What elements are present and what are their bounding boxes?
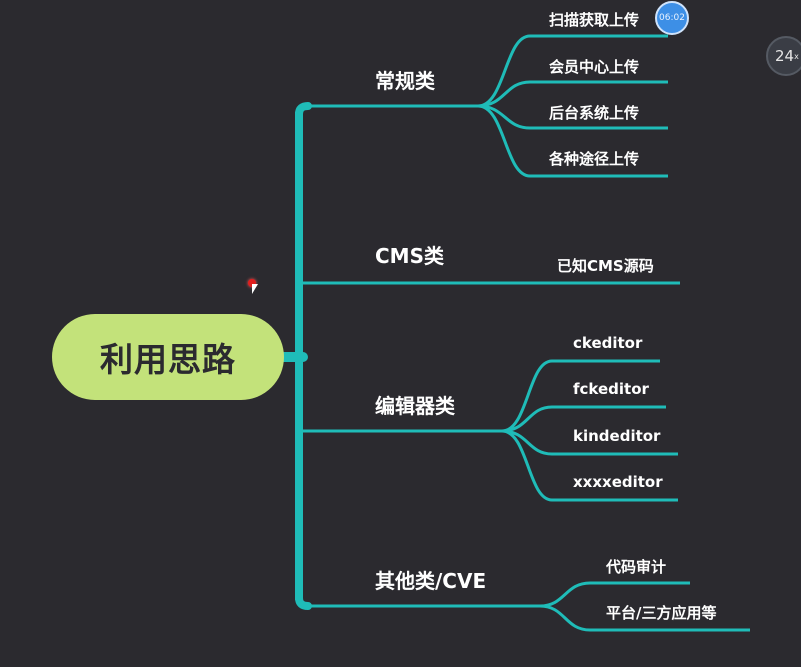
leaf-known-cms-source[interactable]: 已知CMS源码: [557, 257, 654, 275]
leaf-ckeditor[interactable]: ckeditor: [573, 334, 643, 352]
leaf-member-upload[interactable]: 会员中心上传: [549, 58, 640, 76]
leaf-fckeditor[interactable]: fckeditor: [573, 380, 649, 398]
category-editor[interactable]: 编辑器类: [375, 394, 455, 418]
leaf-line-4-1: [539, 581, 690, 608]
leaf-line-1-4: [477, 104, 668, 178]
leaf-line-1-2: [477, 80, 668, 108]
cursor-highlight: [248, 279, 256, 287]
mouse-pointer-icon: [252, 284, 258, 294]
leaf-xxxxeditor[interactable]: xxxxeditor: [573, 473, 663, 491]
speed-unit: x: [794, 51, 799, 61]
leaf-line-4-2: [539, 604, 750, 632]
leaf-line-3-1: [501, 359, 660, 433]
leaf-scan-upload[interactable]: 扫描获取上传: [549, 11, 640, 29]
timer-badge[interactable]: 06:02: [655, 1, 689, 35]
leaf-admin-upload[interactable]: 后台系统上传: [549, 104, 640, 122]
leaf-code-audit[interactable]: 代码审计: [606, 558, 667, 576]
leaf-line-3-4: [501, 429, 678, 502]
speed-value: 24: [775, 47, 795, 65]
leaf-platform-thirdparty[interactable]: 平台/三方应用等: [606, 604, 717, 622]
leaf-various-upload[interactable]: 各种途径上传: [549, 150, 640, 168]
leaf-line-1-1: [477, 34, 668, 108]
root-node[interactable]: 利用思路: [52, 314, 284, 400]
category-cms[interactable]: CMS类: [375, 244, 444, 268]
leaf-line-3-2: [501, 405, 666, 433]
category-other-cve[interactable]: 其他类/CVE: [375, 569, 487, 593]
category-general[interactable]: 常规类: [375, 69, 435, 93]
leaf-kindeditor[interactable]: kindeditor: [573, 427, 661, 445]
